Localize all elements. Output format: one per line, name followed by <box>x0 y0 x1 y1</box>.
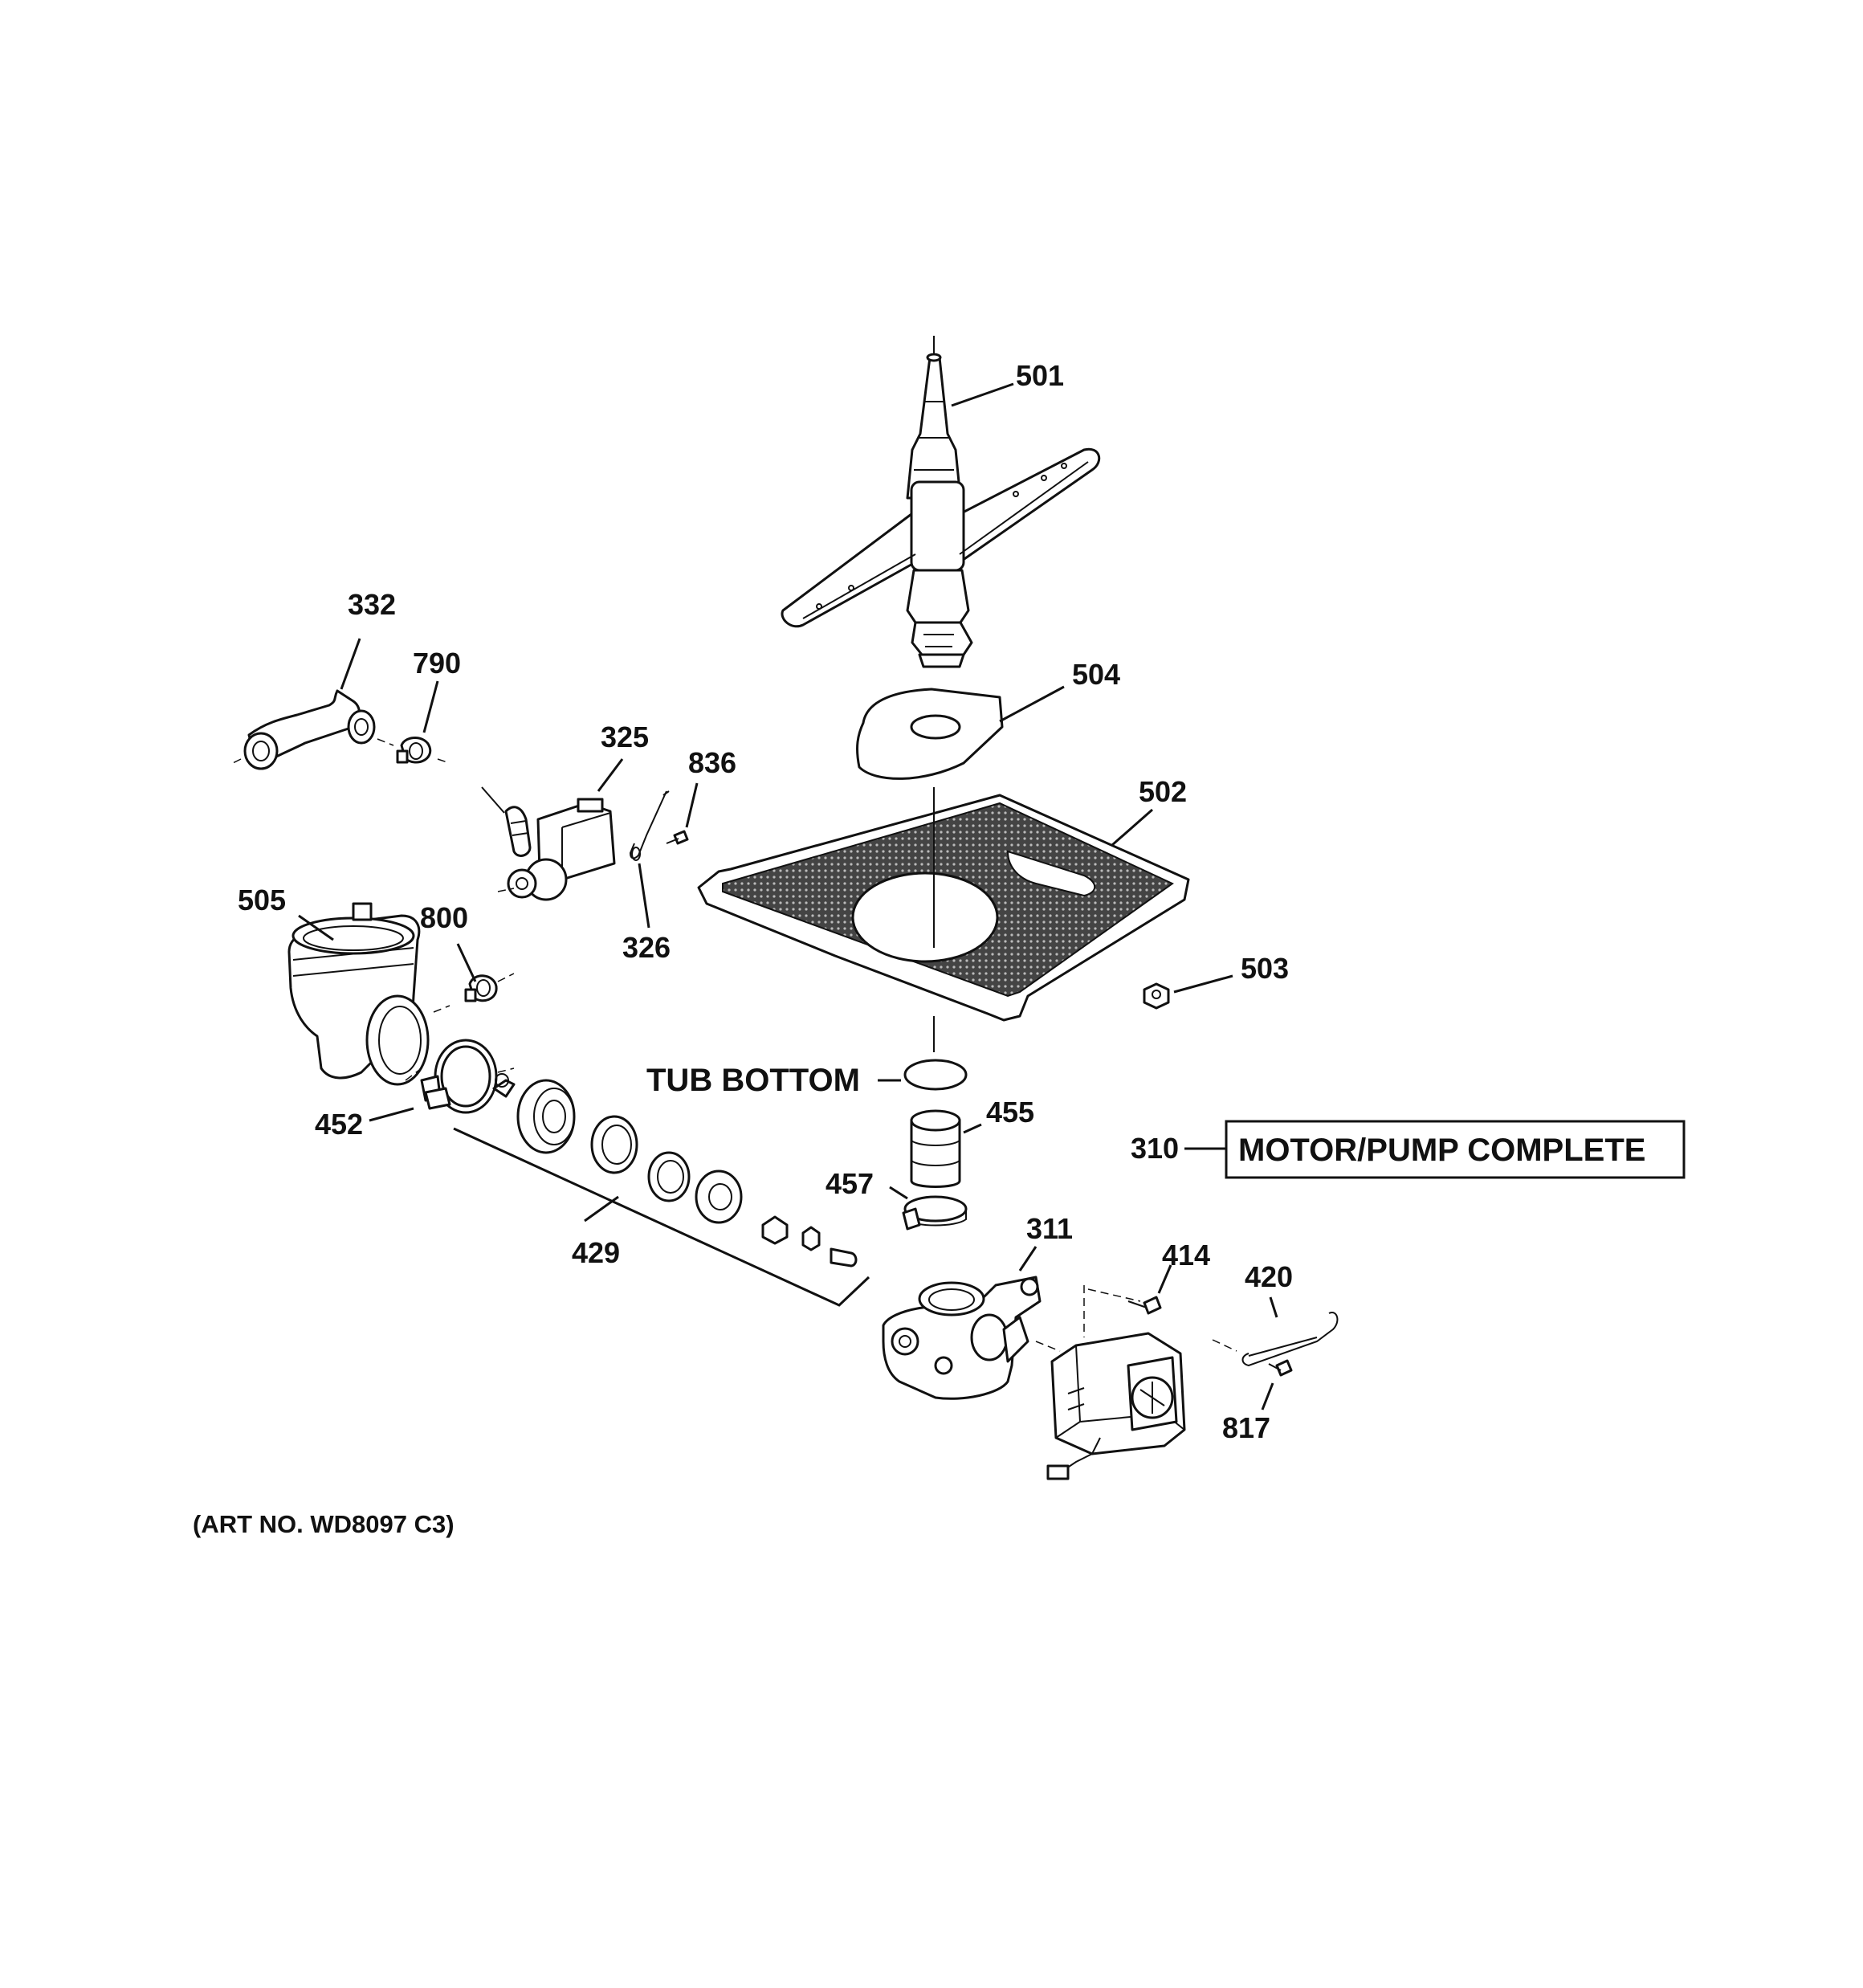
filter-screen-502 <box>697 794 1190 1022</box>
label-420: 420 <box>1245 1260 1293 1293</box>
clamp-ring-452 <box>369 1039 515 1122</box>
label-504: 504 <box>1072 658 1120 691</box>
label-505: 505 <box>238 884 286 916</box>
gasket-455 <box>903 1059 982 1188</box>
label-326: 326 <box>622 931 671 964</box>
motor-pump-complete-box <box>1225 1120 1686 1179</box>
label-452: 452 <box>315 1108 363 1141</box>
rod-420 <box>1212 1296 1339 1367</box>
screw-836 <box>666 782 699 845</box>
label-414: 414 <box>1162 1239 1210 1272</box>
hose-332 <box>232 638 376 770</box>
art-number: (ART NO. WD8097 C3) <box>193 1510 455 1538</box>
label-502: 502 <box>1139 775 1187 808</box>
label-503: 503 <box>1241 952 1289 985</box>
drain-valve-325 <box>481 758 624 901</box>
label-310: 310 <box>1131 1132 1179 1165</box>
label-325: 325 <box>601 720 649 753</box>
cover-504 <box>856 685 1065 780</box>
nut-503 <box>1143 974 1233 1010</box>
label-790: 790 <box>413 647 461 680</box>
pump-housing-311 <box>882 1246 1061 1400</box>
sump-505 <box>287 902 430 1086</box>
spray-arm-assembly <box>781 336 1101 668</box>
label-836: 836 <box>688 746 736 779</box>
screw-817 <box>1261 1359 1293 1410</box>
clamp-800 <box>433 943 515 1013</box>
label-311: 311 <box>1026 1212 1073 1245</box>
clamp-790 <box>377 680 450 764</box>
label-501: 501 <box>1016 359 1064 392</box>
screw-414 <box>1127 1264 1172 1315</box>
label-429: 429 <box>572 1236 620 1269</box>
label-455: 455 <box>986 1096 1034 1129</box>
label-457: 457 <box>826 1167 874 1200</box>
pump-parts-429 <box>453 1073 870 1307</box>
label-332: 332 <box>348 588 396 621</box>
clamp-457 <box>889 1186 968 1231</box>
label-817: 817 <box>1222 1411 1270 1444</box>
tub-bottom-label: TUB BOTTOM <box>646 1063 860 1098</box>
motor <box>1046 1285 1186 1480</box>
motor-pump-complete-label: MOTOR/PUMP COMPLETE <box>1238 1133 1645 1168</box>
label-800: 800 <box>420 901 468 934</box>
clip-326 <box>629 790 670 929</box>
